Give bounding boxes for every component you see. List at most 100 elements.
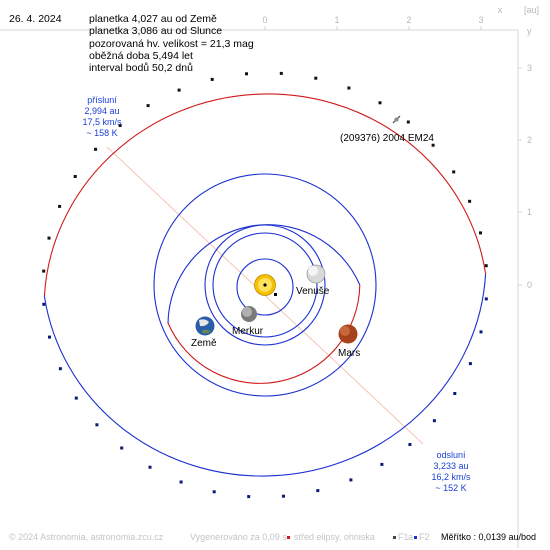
right-axis-ticks (518, 67, 522, 286)
y-axis-label: y (527, 26, 532, 36)
aphelion-label: odsluní 3,233 au 16,2 km/s ~ 152 K (431, 450, 471, 493)
orbit-point (282, 494, 285, 498)
orbit-point (94, 147, 98, 151)
orbit-point (118, 124, 122, 127)
earth-planet (195, 316, 215, 336)
sun (254, 274, 277, 296)
info-sun-distance: planetka 3,086 au od Slunce (89, 25, 223, 38)
svg-text:~ 152 K: ~ 152 K (435, 483, 466, 493)
svg-text:3,233 au: 3,233 au (433, 461, 468, 471)
asteroid-position-points (42, 71, 488, 499)
orbit-point (148, 465, 152, 469)
asteroid-name: (209376) 2004 EM24 (340, 133, 434, 144)
svg-text:~ 158 K: ~ 158 K (86, 128, 117, 138)
orbit-point (314, 76, 318, 80)
footer-legend-f1: F1 (398, 532, 409, 542)
orbit-point (179, 480, 183, 484)
outer-orbit (153, 173, 377, 397)
footer-generated: Vygenerováno za 0,09 s (190, 532, 287, 542)
svg-text:odsluní: odsluní (436, 450, 466, 460)
orbit-point (58, 204, 62, 208)
orbit-point (42, 302, 46, 306)
orbit-point (406, 120, 410, 124)
orbit-point (479, 231, 482, 235)
footer-legend-f2: F2 (419, 532, 430, 542)
svg-text:2,994 au: 2,994 au (84, 106, 119, 116)
earth-label: Země (191, 338, 217, 349)
asteroid-orbit-red-arc (43, 93, 487, 297)
orbit-point (95, 423, 99, 427)
mars-planet (338, 324, 358, 344)
x-axis-label: x (498, 5, 503, 15)
asteroid-orbit-blue-arc (43, 273, 487, 477)
axis-unit: [au] (524, 5, 539, 15)
venus-planet (306, 264, 326, 284)
asteroid-orbit (42, 71, 488, 499)
info-magnitude: pozorovaná hv. velikost = 21,3 mag (89, 37, 254, 50)
footer-legend-center: střed elipsy, ohniska (294, 532, 375, 542)
orbit-point (349, 478, 353, 482)
orbit-point (74, 396, 78, 400)
orbit-point (479, 330, 483, 334)
orbit-point (42, 269, 46, 273)
orbit-point (48, 335, 51, 339)
top-tick-1: 1 (334, 15, 339, 25)
orbit-point (347, 86, 351, 90)
orbit-point (484, 264, 488, 268)
orbit-point (58, 367, 62, 371)
focus-marker (274, 293, 277, 296)
orbit-point (468, 199, 472, 203)
orbit-point (432, 419, 436, 423)
venus-label: Venuše (296, 286, 330, 297)
orbit-point (453, 392, 457, 395)
info-earth-distance: planetka 4,027 au od Země (89, 13, 217, 25)
orbit-point (452, 170, 456, 174)
orbit-point (316, 489, 320, 493)
asteroid-info: planetka 4,027 au od Země planetka 3,086… (89, 13, 254, 74)
perihelion-label: přísluní 2,994 au 17,5 km/s ~ 158 K (82, 95, 122, 138)
right-tick-1: 1 (527, 207, 532, 217)
info-orbital-period: oběžná doba 5,494 let (89, 49, 193, 62)
mars-orbit-red (167, 284, 361, 384)
svg-text:přísluní: přísluní (87, 95, 117, 105)
orbit-point (279, 71, 283, 75)
orbit-point (468, 362, 472, 366)
legend-f1-dot (393, 536, 396, 539)
mercury-orbit (236, 258, 294, 316)
mars-label: Mars (338, 348, 360, 359)
date-label: 26. 4. 2024 (9, 13, 62, 25)
orbit-point (120, 446, 124, 450)
footer-legend-a: a (408, 532, 414, 542)
right-tick-3: 3 (527, 63, 532, 73)
mars-orbit-blue (167, 224, 361, 324)
orbit-point (247, 495, 251, 499)
orbit-point (146, 104, 150, 108)
right-tick-0: 0 (527, 280, 532, 290)
top-axis-ticks (264, 26, 482, 30)
top-tick-0: 0 (262, 15, 267, 25)
right-tick-2: 2 (527, 135, 532, 145)
top-tick-2: 2 (406, 15, 411, 25)
mercury-planet (241, 306, 257, 322)
orbit-point (47, 236, 51, 240)
legend-f2-dot (414, 536, 417, 539)
venus-orbit (212, 232, 318, 338)
orbit-point (212, 490, 216, 494)
asteroid-marker (392, 115, 401, 124)
svg-text:17,5 km/s: 17,5 km/s (82, 117, 122, 127)
info-point-interval: interval bodů 50,2 dnů (89, 62, 193, 75)
orbit-point (408, 443, 412, 446)
top-tick-3: 3 (478, 15, 483, 25)
footer-copyright: © 2024 Astronomia, astronomia.zcu.cz (9, 532, 164, 542)
orbit-point (380, 462, 384, 466)
orbit-point (484, 297, 488, 301)
orbit-point (177, 88, 181, 92)
legend-center-dot (287, 536, 290, 539)
orbit-point (210, 77, 214, 81)
orbit-point (73, 175, 77, 178)
orbit-point (245, 72, 248, 76)
mercury-label: Merkur (232, 326, 264, 337)
footer-scale: Měřítko : 0,0139 au/bod (441, 532, 537, 542)
orbit-point (431, 143, 435, 147)
